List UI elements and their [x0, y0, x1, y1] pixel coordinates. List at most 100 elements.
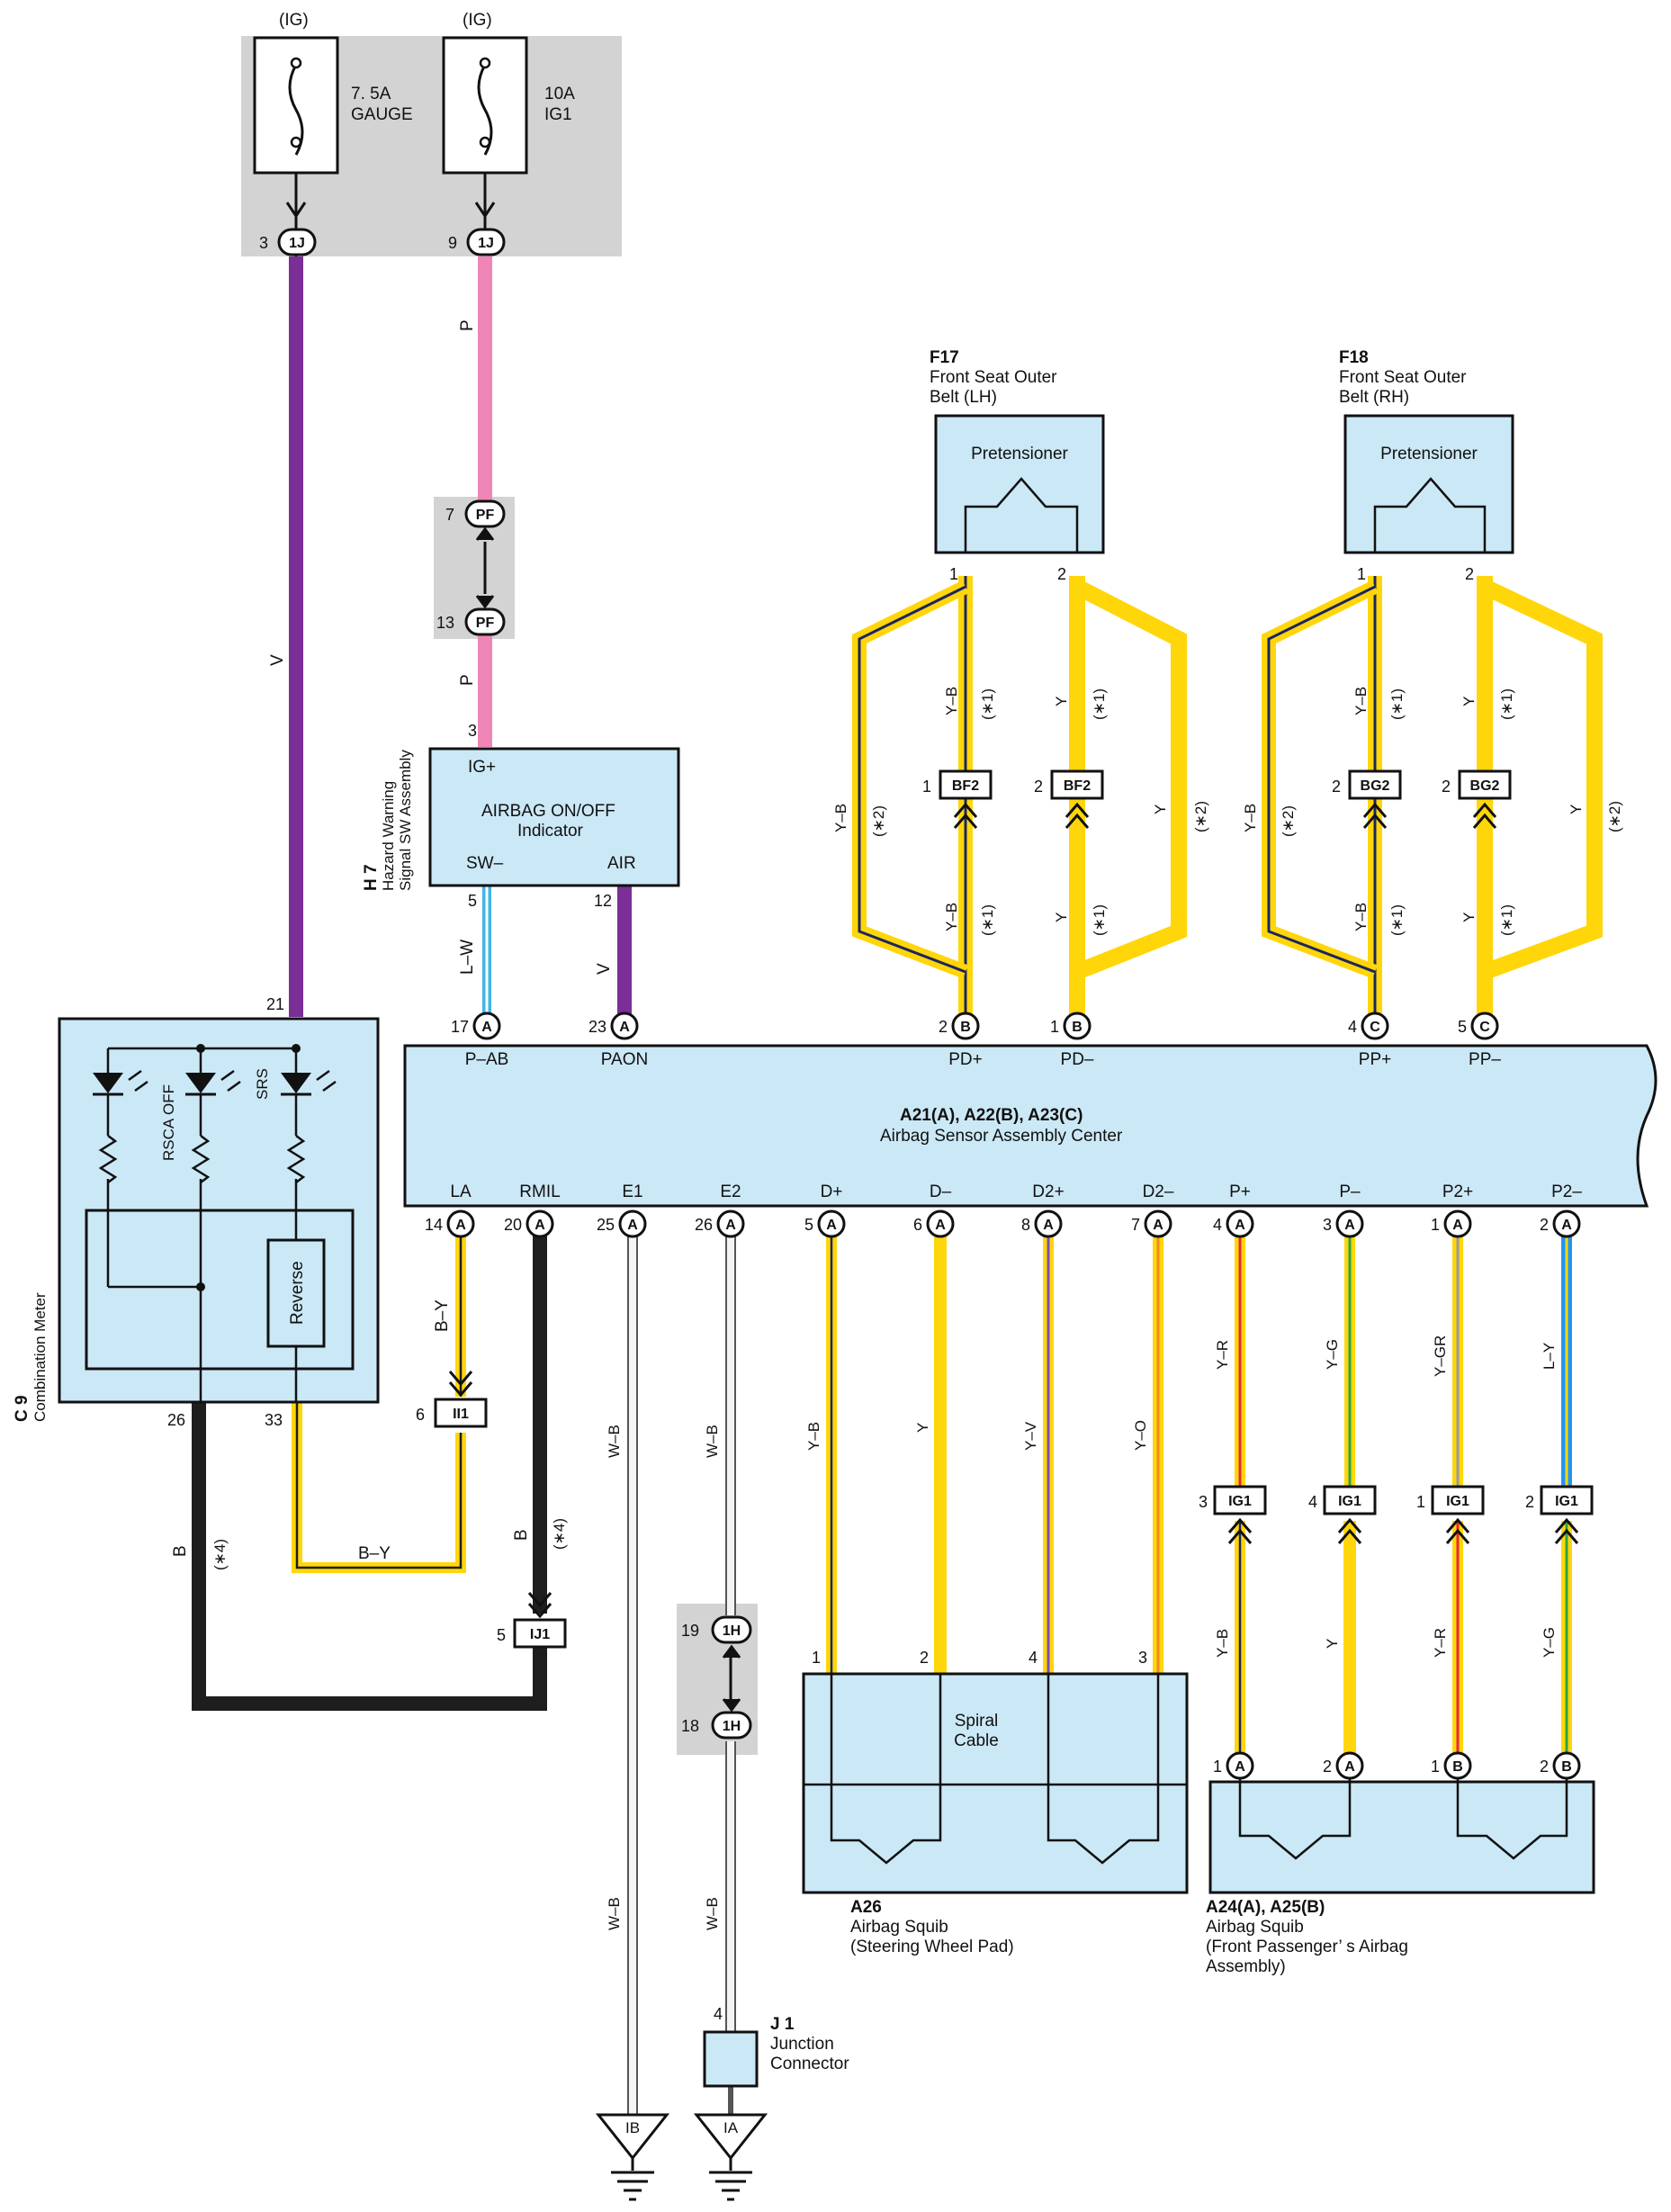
- svg-text:(∗1): (∗1): [1091, 688, 1108, 720]
- connector-1j-gauge: 1J 3: [259, 202, 317, 256]
- svg-text:Y–B: Y–B: [1242, 804, 1259, 832]
- wire-label-p-bottom: P: [458, 674, 477, 686]
- svg-text:Spiral: Spiral: [955, 1712, 999, 1731]
- svg-text:A: A: [826, 1218, 837, 1233]
- svg-text:12: 12: [594, 892, 612, 910]
- svg-text:IG1: IG1: [1228, 1494, 1252, 1509]
- svg-text:C: C: [1370, 1020, 1380, 1035]
- connector-ii1: II1 6: [416, 1371, 488, 1428]
- f17-wiring: [852, 576, 1187, 1024]
- connector-bf2-right: BF2 2: [1034, 769, 1104, 829]
- svg-text:Indicator: Indicator: [517, 822, 584, 841]
- svg-text:Y–B: Y–B: [832, 804, 849, 832]
- svg-text:2: 2: [1323, 1758, 1332, 1776]
- airbag-sensor-ecu: A21(A), A22(B), A23(C) Airbag Sensor Ass…: [403, 1012, 1658, 1238]
- svg-text:RSCA OFF: RSCA OFF: [160, 1084, 177, 1161]
- f17-module: F17 Front Seat Outer Belt (LH) Pretensio…: [930, 348, 1105, 583]
- connector-pf: PF 7 PF 13: [436, 499, 506, 636]
- ecu-bottom-pin: D–A6: [913, 1182, 955, 1238]
- svg-text:A: A: [725, 1218, 736, 1233]
- svg-text:7. 5A: 7. 5A: [351, 85, 391, 103]
- svg-text:23: 23: [588, 1018, 606, 1036]
- svg-text:7: 7: [445, 506, 454, 524]
- svg-text:W–B: W–B: [704, 1425, 721, 1458]
- svg-text:A: A: [1043, 1218, 1054, 1233]
- svg-text:P2–: P2–: [1551, 1182, 1582, 1201]
- svg-text:D2–: D2–: [1143, 1182, 1174, 1201]
- svg-text:1H: 1H: [723, 1623, 741, 1639]
- svg-text:19: 19: [681, 1622, 699, 1640]
- svg-text:IB: IB: [625, 2119, 640, 2136]
- svg-text:IG1: IG1: [1446, 1494, 1469, 1509]
- svg-text:Y–B: Y–B: [1214, 1629, 1231, 1658]
- svg-text:6: 6: [913, 1216, 922, 1234]
- svg-text:Y–B: Y–B: [943, 687, 960, 715]
- fuse-ig1: (IG) 10A IG1: [442, 11, 575, 175]
- svg-text:(∗1): (∗1): [1388, 688, 1406, 720]
- ecu-bottom-pins: LAA14RMILA20E1A25E2A26D+A5D–A6D2+A8D2–A7…: [425, 1182, 1582, 1238]
- svg-text:Y: Y: [1152, 805, 1169, 814]
- svg-text:(∗1): (∗1): [1388, 904, 1406, 936]
- svg-text:Y: Y: [1324, 1639, 1341, 1649]
- svg-text:21: 21: [266, 995, 284, 1013]
- svg-text:PD–: PD–: [1061, 1050, 1094, 1069]
- f17-wire-labels: Y–B (∗1) Y–B (∗1) Y (∗1) Y (∗1) Y–B (∗2)…: [832, 687, 1209, 936]
- ecu-bottom-pin: D2+ A8: [1021, 1182, 1065, 1238]
- svg-text:Y–R: Y–R: [1432, 1628, 1449, 1658]
- a24-pin: A2: [1323, 1751, 1364, 1780]
- svg-text:Belt (RH): Belt (RH): [1339, 388, 1409, 407]
- bottom-wire-labels: W–B W–B Y–B Y Y–V Y–O Y–R Y–G Y–GR L–Y Y…: [606, 1335, 1558, 1930]
- svg-text:IA: IA: [723, 2119, 739, 2136]
- ground-ia-icon: IA: [693, 2113, 768, 2201]
- ecu-bottom-pin: P2+A1: [1431, 1182, 1473, 1238]
- svg-text:Front Seat Outer: Front Seat Outer: [930, 368, 1057, 387]
- svg-text:8: 8: [1021, 1216, 1030, 1234]
- svg-text:SRS: SRS: [254, 1068, 271, 1100]
- svg-text:Cable: Cable: [954, 1731, 999, 1750]
- svg-text:PD+: PD+: [948, 1050, 983, 1069]
- wire-label-by-vertical: B–Y: [433, 1299, 452, 1332]
- j1-junction-connector: 4 J 1 Junction Connector: [703, 2005, 849, 2088]
- svg-text:25: 25: [597, 1216, 615, 1234]
- svg-text:B: B: [960, 1020, 971, 1035]
- led-2-icon: [185, 1048, 241, 1183]
- svg-text:(∗1): (∗1): [979, 688, 996, 720]
- ground-ib-icon: IB: [595, 2113, 670, 2201]
- svg-text:Front Seat Outer: Front Seat Outer: [1339, 368, 1467, 387]
- svg-text:Y–G: Y–G: [1324, 1339, 1341, 1370]
- svg-text:Assembly): Assembly): [1206, 1957, 1286, 1976]
- svg-text:1: 1: [1213, 1758, 1222, 1776]
- svg-text:F18: F18: [1339, 348, 1369, 367]
- svg-text:IJ1: IJ1: [530, 1627, 550, 1642]
- svg-text:Pretensioner: Pretensioner: [971, 445, 1068, 463]
- svg-text:D+: D+: [821, 1182, 843, 1201]
- svg-text:A: A: [627, 1218, 638, 1233]
- svg-text:2: 2: [1442, 778, 1451, 796]
- svg-text:Y: Y: [1460, 697, 1478, 706]
- ecu-bottom-pin: P–A3: [1323, 1182, 1364, 1238]
- svg-text:L–Y: L–Y: [1541, 1343, 1558, 1370]
- svg-text:PP+: PP+: [1359, 1050, 1391, 1069]
- a24-pin: B2: [1540, 1751, 1581, 1780]
- f18-wire-labels: Y–B (∗1) Y–B (∗1) Y (∗1) Y (∗1) Y–B (∗2)…: [1242, 687, 1623, 936]
- svg-text:D–: D–: [930, 1182, 952, 1201]
- wire-label-v-air: V: [595, 963, 614, 975]
- svg-text:2: 2: [920, 1649, 929, 1667]
- svg-text:1: 1: [1431, 1758, 1440, 1776]
- svg-text:10A: 10A: [544, 85, 575, 103]
- ecu-bottom-pin: D2–A7: [1131, 1182, 1174, 1238]
- svg-text:Y: Y: [1053, 913, 1070, 922]
- svg-text:D2+: D2+: [1032, 1182, 1064, 1201]
- svg-text:(∗1): (∗1): [979, 904, 996, 936]
- svg-text:A: A: [1452, 1218, 1463, 1233]
- svg-text:2: 2: [939, 1018, 948, 1036]
